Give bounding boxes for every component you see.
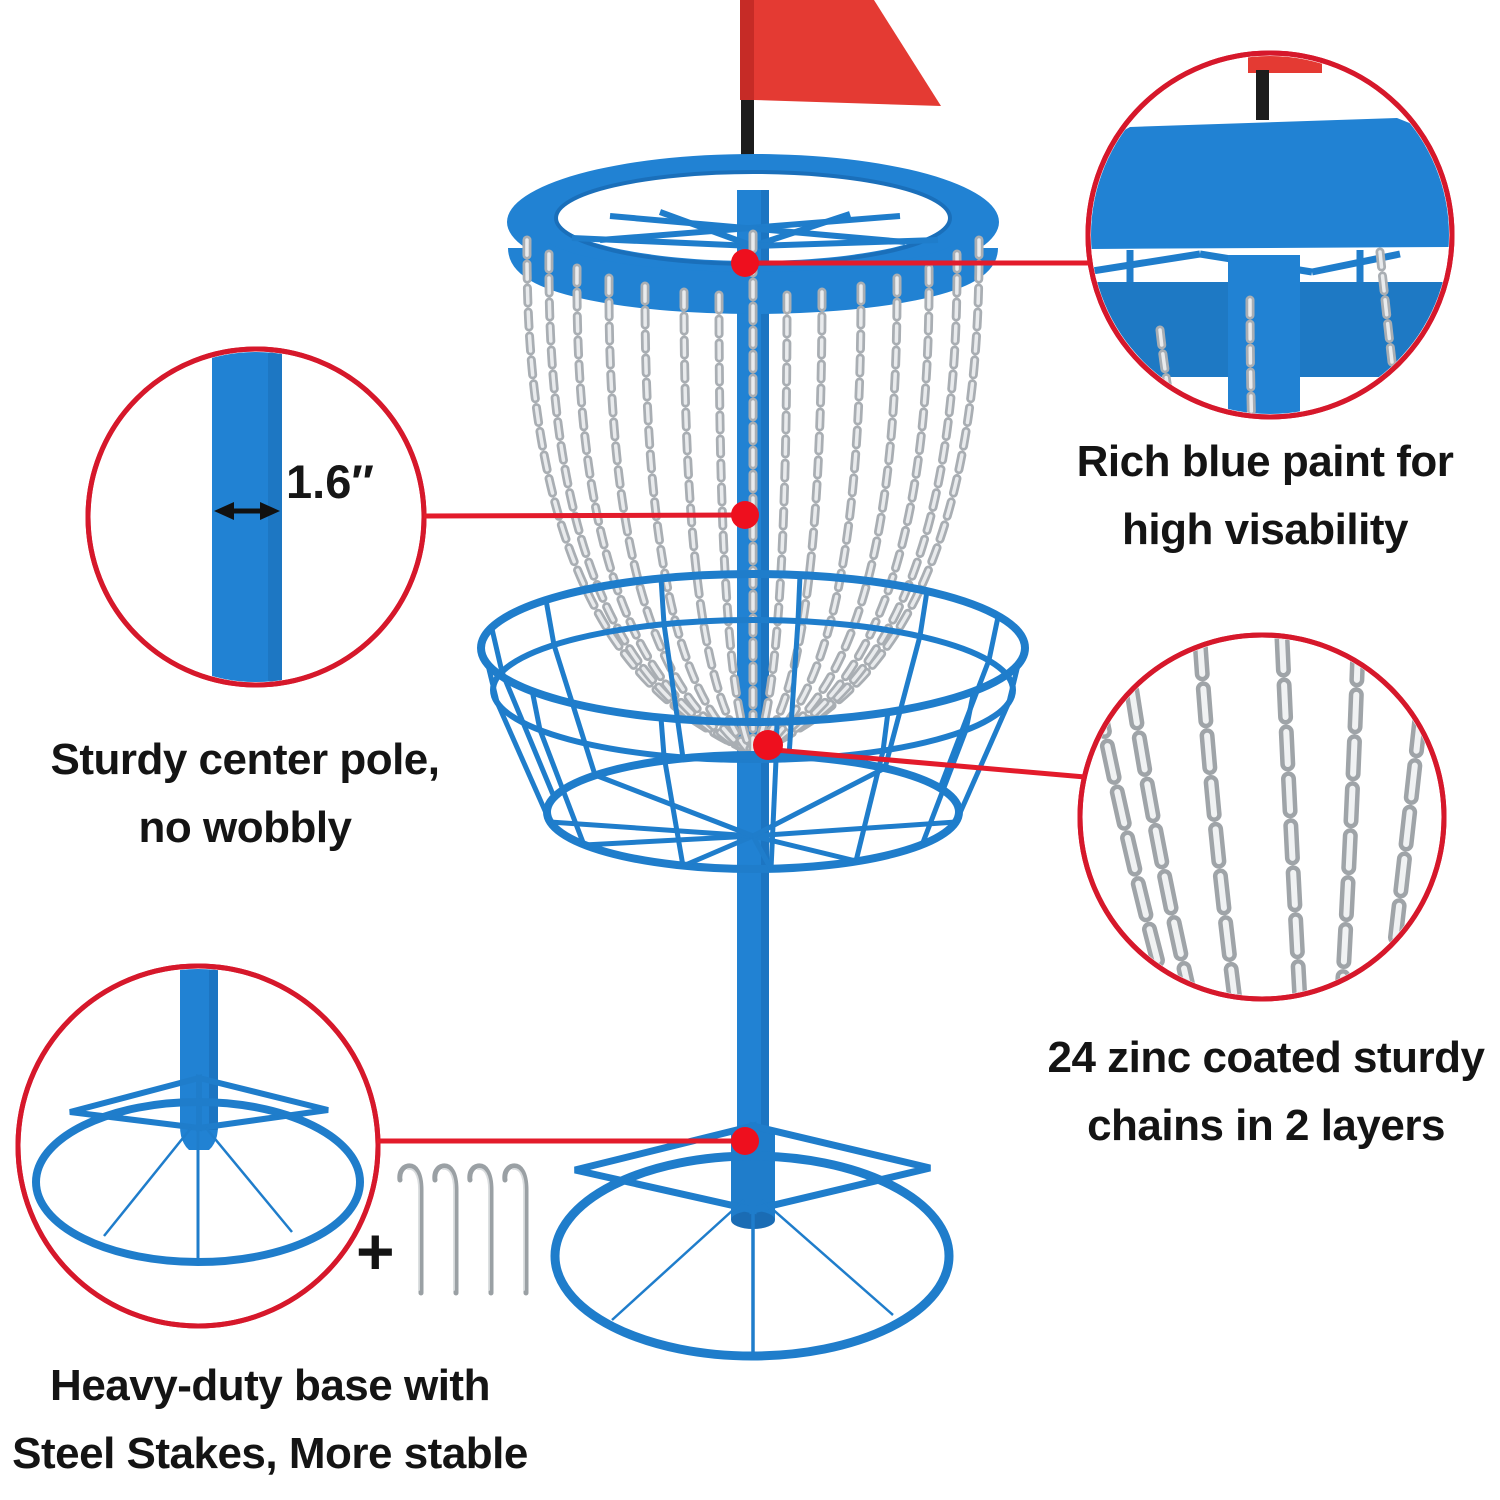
- caption-band-line2: high visability: [1122, 505, 1408, 554]
- caption-base-line1: Heavy-duty base with: [50, 1361, 490, 1410]
- caption-pole-line1: Sturdy center pole,: [50, 735, 440, 784]
- callout-connectors: [377, 249, 1090, 1155]
- caption-band: Rich blue paint for high visability: [1015, 428, 1500, 564]
- caption-chains-line2: chains in 2 layers: [1087, 1101, 1445, 1150]
- callout-circle-pole: [85, 346, 427, 688]
- caption-base: Heavy-duty base with Steel Stakes, More …: [10, 1352, 530, 1488]
- callout-circle-chains: [1077, 632, 1447, 1002]
- callout-dot-pole: [731, 501, 759, 529]
- plus-sign: +: [356, 1214, 395, 1288]
- caption-pole-line2: no wobbly: [138, 803, 352, 852]
- caption-band-line1: Rich blue paint for: [1076, 437, 1454, 486]
- base-ring: [550, 1151, 954, 1361]
- callout-dot-chains: [753, 730, 783, 760]
- caption-chains: 24 zinc coated sturdy chains in 2 layers: [1016, 1024, 1500, 1160]
- flag: [740, 0, 941, 106]
- caption-chains-line1: 24 zinc coated sturdy: [1047, 1033, 1485, 1082]
- base-bracket: [574, 1121, 931, 1215]
- width-arrow-icon: [214, 502, 280, 520]
- basket-cage: [477, 570, 1029, 873]
- callout-circle-band: [1085, 50, 1455, 420]
- callout-dot-base: [731, 1127, 759, 1155]
- callout-dot-band: [731, 249, 759, 277]
- caption-base-line2: Steel Stakes, More stable: [12, 1429, 528, 1478]
- ground-stakes: [397, 1163, 529, 1296]
- band-truss: [571, 209, 939, 249]
- callout-circle-base: [15, 963, 381, 1329]
- caption-pole: Sturdy center pole, no wobbly: [0, 726, 490, 862]
- pole-diameter-label: 1.6″: [286, 455, 374, 508]
